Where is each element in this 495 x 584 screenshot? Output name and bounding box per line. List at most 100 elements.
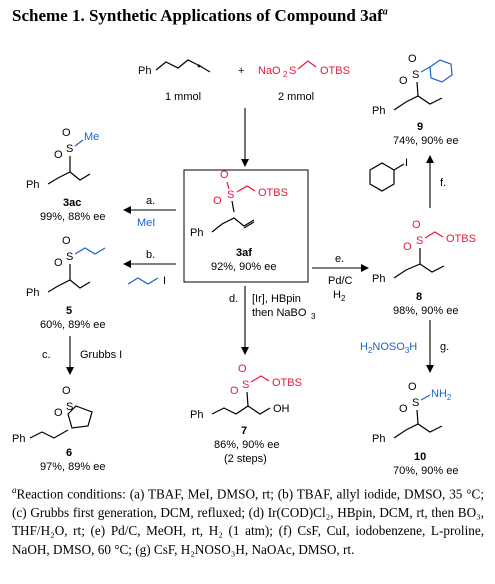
step-b-letter: b. (146, 249, 155, 261)
5-o-top: O (62, 235, 71, 247)
5-backbone (47, 279, 91, 293)
allene-ph: Ph (138, 65, 151, 77)
5-o-left: O (54, 257, 63, 269)
3ac-yield: 99%, 88% ee (40, 211, 105, 223)
plus-sign: + (238, 65, 244, 77)
structure-6: O S O Ph 6 97%, 89% ee (12, 385, 105, 473)
8-yield: 98%, 90% ee (393, 305, 458, 317)
step-d-letter: d. (229, 293, 238, 305)
10-o-top: O (408, 381, 417, 393)
5-yield: 60%, 89% ee (40, 319, 105, 331)
structure-7: O S O OTBS Ph OH 7 86%, 90% ee (2 steps) (190, 363, 302, 465)
iodobenzene: I (369, 157, 408, 192)
9-yield: 74%, 90% ee (393, 135, 458, 147)
10-yield: 70%, 90% ee (393, 465, 458, 477)
8-ch2 (424, 231, 444, 239)
9-o-top: O (408, 53, 417, 65)
9-s: S (412, 69, 419, 81)
allene-reagent: Ph 1 mmol (138, 59, 211, 103)
allene-center-dot (197, 64, 201, 68)
step-e-letter: e. (335, 253, 344, 265)
reaction-scheme: Ph 1 mmol + NaO 2 S OTBS 2 mmol O S O OT… (12, 53, 476, 477)
5-label: 5 (66, 305, 72, 317)
scheme-title-marker: a (382, 6, 388, 18)
structure-9: O S O Ph 9 74%, 90% ee (372, 53, 458, 147)
footnote: aReaction conditions: (a) TBAF, MeI, DMS… (12, 481, 484, 559)
step-e-reagent-1: Pd/C (328, 275, 353, 287)
7-c-s (246, 391, 249, 407)
10-s-n (420, 394, 431, 401)
10-c-s (416, 409, 419, 425)
3af-o-top: O (220, 169, 229, 181)
10-label: 10 (414, 451, 426, 463)
3af-vinyl-double (243, 221, 255, 229)
step-e-sub2: 2 (341, 294, 346, 303)
7-ph: Ph (190, 409, 203, 421)
8-o-top: O (412, 219, 421, 231)
iodobenzene-c-i (393, 163, 405, 171)
3af-s: S (227, 189, 234, 201)
structure-3af: O S O OTBS Ph 3af 92%, 90% ee (190, 169, 288, 273)
9-backbone (393, 95, 443, 111)
sulfinate-chain (297, 60, 317, 70)
3ac-o-top: O (62, 127, 71, 139)
footnote-text: Reaction conditions: (a) TBAF, MeI, DMSO… (12, 486, 484, 557)
step-g-reagent: H2NOSO3H (360, 341, 417, 355)
10-s: S (412, 397, 419, 409)
9-s-ph (420, 66, 431, 73)
sulfinate-reagent: NaO 2 S OTBS 2 mmol (258, 60, 350, 103)
step-a-letter: a. (146, 195, 155, 207)
3af-otbs: OTBS (258, 187, 288, 199)
8-otbs: OTBS (446, 233, 476, 245)
7-label: 7 (241, 425, 247, 437)
3af-ch2 (236, 185, 256, 193)
7-note: (2 steps) (224, 453, 267, 465)
8-ph: Ph (372, 273, 385, 285)
6-s: S (66, 401, 73, 413)
8-o-left: O (403, 241, 412, 253)
3af-ph: Ph (190, 227, 203, 239)
3af-backbone (211, 217, 255, 233)
3ac-backbone (47, 171, 91, 185)
step-f-letter: f. (440, 177, 446, 189)
9-c-s (416, 81, 419, 97)
structure-8: O S O OTBS Ph 8 98%, 90% ee (372, 219, 476, 317)
scheme-title-text: Scheme 1. Synthetic Applications of Comp… (12, 6, 383, 25)
10-ph: Ph (372, 433, 385, 445)
allyl-iodide-i: I (163, 275, 166, 287)
step-d-reagent-2: then NaBO (252, 307, 307, 319)
structure-3ac: O S O Me Ph 3ac 99%, 88% ee (26, 127, 105, 223)
6-o-top: O (62, 385, 71, 397)
9-ph: Ph (372, 105, 385, 117)
structure-10: O S O NH2 Ph 10 70%, 90% ee (372, 381, 458, 477)
footnote-marker: a (12, 485, 17, 495)
6-o-left: O (54, 407, 63, 419)
9-phenyl (429, 59, 453, 83)
3af-o-left: O (213, 195, 222, 207)
sulfinate-o2-sub: 2 (283, 70, 288, 79)
7-backbone (211, 405, 271, 415)
7-o-left: O (230, 385, 239, 397)
10-nh2: NH2 (431, 388, 452, 402)
allyl-iodide-chain (127, 277, 159, 285)
scheme-title: Scheme 1. Synthetic Applications of Comp… (12, 6, 388, 26)
3ac-o-left: O (54, 149, 63, 161)
step-c-letter: c. (42, 349, 51, 361)
step-a-reagent: MeI (137, 217, 155, 229)
7-oh: OH (273, 403, 290, 415)
allene-chain (155, 59, 211, 73)
7-yield: 86%, 90% ee (214, 439, 279, 451)
3ac-label: 3ac (63, 197, 81, 209)
7-s: S (242, 379, 249, 391)
allene-amount: 1 mmol (165, 91, 201, 103)
8-backbone (393, 263, 445, 279)
step-d-reagent-1: [Ir], HBpin (252, 293, 301, 305)
iodobenzene-i: I (405, 157, 408, 169)
structure-5: O S O Ph 5 60%, 89% ee (26, 235, 105, 331)
3af-so-bond (226, 181, 230, 190)
6-sidechain (29, 429, 69, 439)
7-ch2 (250, 375, 270, 383)
8-label: 8 (416, 291, 422, 303)
5-s: S (66, 251, 73, 263)
10-o-left: O (399, 403, 408, 415)
